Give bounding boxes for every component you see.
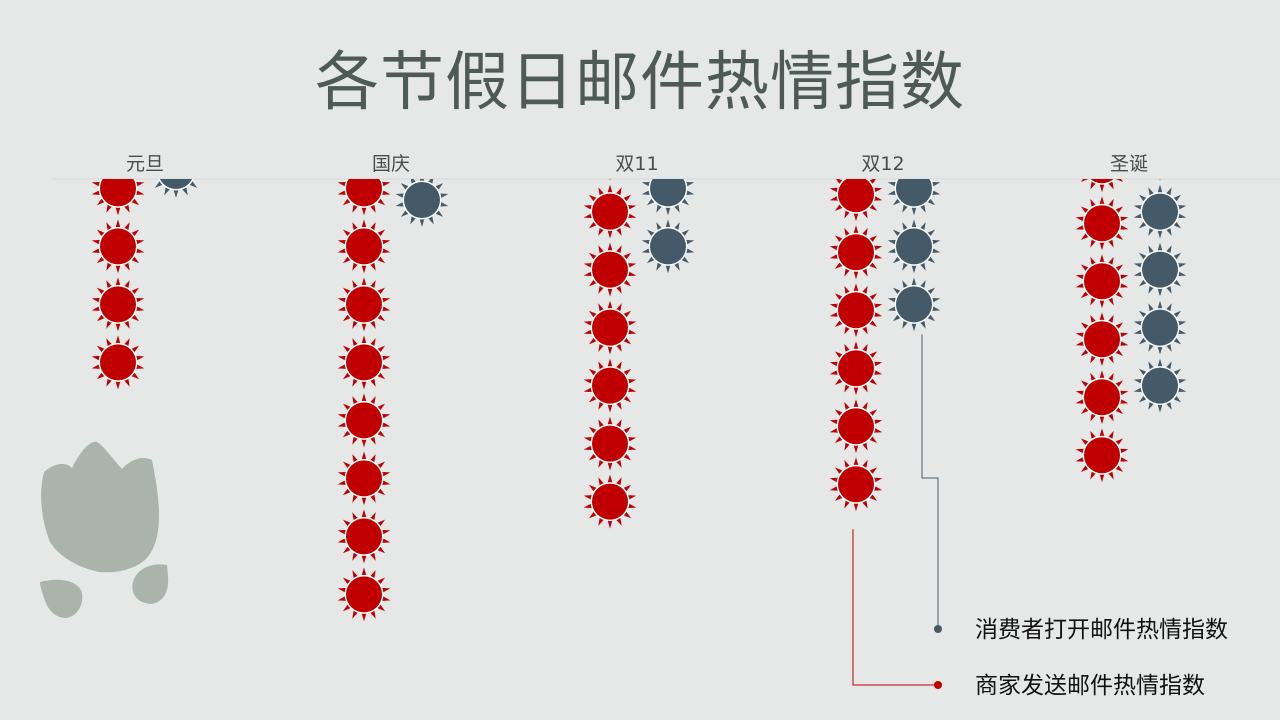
icon-column <box>583 179 637 529</box>
sun-icon <box>154 179 198 198</box>
sun-icon <box>583 184 637 239</box>
sun-icon <box>1075 428 1129 483</box>
category-label: 国庆 <box>372 153 410 175</box>
icon-column <box>641 179 695 274</box>
sun-icon <box>829 399 883 454</box>
icon-column <box>829 179 883 512</box>
sun-icon <box>1080 179 1124 193</box>
sun-icon <box>583 242 637 297</box>
sun-icon <box>337 179 391 216</box>
sun-icon <box>337 219 391 274</box>
legend-leader-consumer <box>921 334 939 629</box>
sun-icon <box>609 179 611 181</box>
icon-column <box>887 179 941 332</box>
sun-icon <box>91 277 145 332</box>
legend-label-merchant: 商家发送邮件热情指数 <box>975 673 1205 699</box>
category-label: 圣诞 <box>1110 153 1148 175</box>
legend-leader-merchant <box>852 529 938 686</box>
icon-column <box>154 179 198 198</box>
sun-icon <box>337 509 391 564</box>
sun-icon <box>1075 312 1129 367</box>
page-title: 各节假日邮件热情指数 <box>315 46 965 120</box>
sun-icon <box>1159 179 1161 181</box>
sun-icon <box>91 219 145 274</box>
sun-icon <box>887 219 941 274</box>
category-label: 双11 <box>615 153 658 175</box>
icon-column <box>1075 179 1129 483</box>
sun-icon <box>829 457 883 512</box>
sun-icon <box>829 179 883 222</box>
sun-icon <box>1133 184 1187 239</box>
sun-icon <box>337 277 391 332</box>
icon-column <box>337 179 391 622</box>
legend-label-consumer: 消费者打开邮件热情指数 <box>975 617 1228 643</box>
icon-column <box>395 179 449 227</box>
chart-legend: 消费者打开邮件热情指数 商家发送邮件热情指数 <box>934 617 1228 699</box>
sun-icon <box>395 179 449 227</box>
sun-icon <box>641 179 695 216</box>
sun-icon <box>1133 300 1187 355</box>
category-label: 元旦 <box>126 153 164 175</box>
sun-icon <box>829 225 883 280</box>
sun-icon <box>337 567 391 622</box>
legend-item-merchant: 商家发送邮件热情指数 <box>934 673 1205 699</box>
category-label: 双12 <box>861 153 904 175</box>
sun-icon <box>1075 370 1129 425</box>
sun-icon <box>829 283 883 338</box>
sun-icon <box>337 393 391 448</box>
sun-icon <box>583 300 637 355</box>
legend-item-consumer: 消费者打开邮件热情指数 <box>934 617 1228 643</box>
sun-icon <box>337 451 391 506</box>
sun-icon <box>91 335 145 390</box>
sun-icon <box>641 219 695 274</box>
sun-icon <box>1133 242 1187 297</box>
sun-icon <box>1075 254 1129 309</box>
sun-icon <box>337 335 391 390</box>
sun-icon <box>583 474 637 529</box>
sun-icon <box>1133 358 1187 413</box>
sun-icon <box>1075 196 1129 251</box>
legend-marker-merchant <box>934 681 942 689</box>
tulip-icon <box>40 441 169 618</box>
sun-icon <box>829 341 883 396</box>
icon-column <box>91 179 145 390</box>
sun-icon <box>583 358 637 413</box>
icon-column <box>1133 179 1187 413</box>
sun-icon <box>91 179 145 216</box>
sun-icon <box>887 277 941 332</box>
sun-icon <box>887 179 941 216</box>
legend-marker-consumer <box>934 625 942 633</box>
sun-icon <box>583 416 637 471</box>
